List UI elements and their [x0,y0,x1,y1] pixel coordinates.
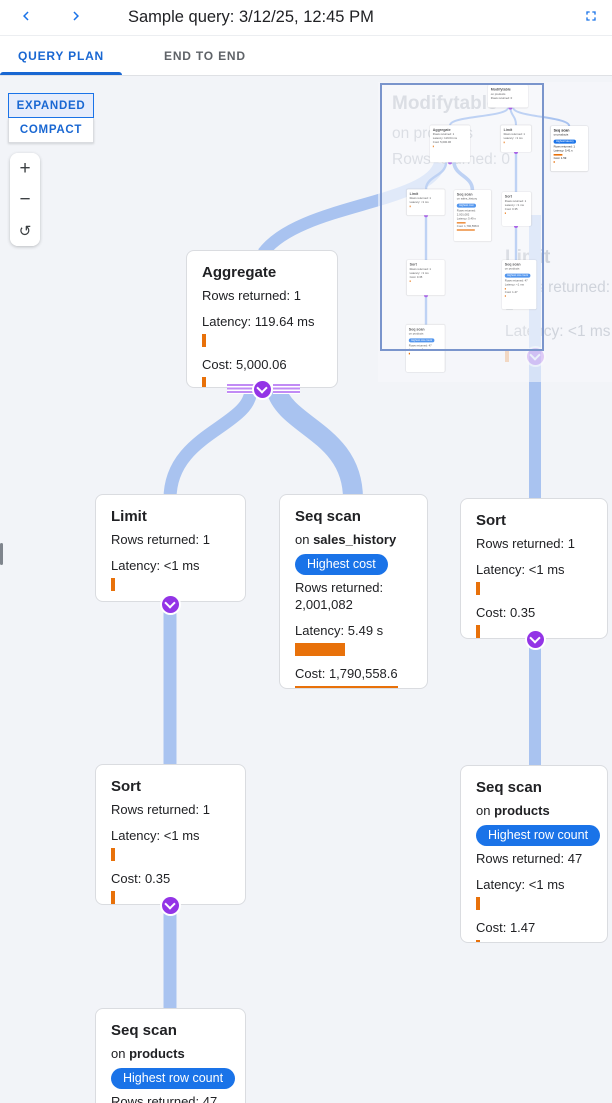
table-name: products [494,803,550,818]
minimap-node-seqscan-products-top: Seq scan on products Highest latency Row… [550,126,588,172]
highest-row-count-badge: Highest row count [408,338,435,343]
cost-bar [504,212,506,214]
edge-bundle-stripes [226,384,254,394]
latency-bar [476,897,480,910]
table-name: sales_history [313,532,397,547]
cost-bar [456,229,475,231]
tab-query-plan[interactable]: QUERY PLAN [0,36,123,75]
plan-node-seqscan-products-bottom[interactable]: Seq scan on products Highest row count R… [95,1008,246,1103]
highest-row-count-badge: Highest row count [504,273,531,278]
cost-bar [553,161,555,163]
chevron-right-icon [67,7,85,28]
back-button[interactable] [14,6,38,30]
compact-toggle-button[interactable]: COMPACT [8,118,94,143]
page-title: Sample query: 3/12/25, 12:45 PM [128,8,374,26]
cost-bar [504,295,506,297]
collapse-chevron-icon[interactable] [253,380,271,398]
latency-bar [295,643,345,656]
cost-bar [409,280,411,282]
edge-bundle-stripes [272,384,300,394]
minimap-node-sort-left: Sort Rows returned: 1 Latency: <1 ms Cos… [406,260,445,296]
latency-bar [111,578,115,591]
minimap-node-sort-mid: Sort Rows returned: 1 Latency: <1 ms Cos… [502,192,532,226]
plan-node-sort-right[interactable]: Sort Rows returned: 1 Latency: <1 ms Cos… [460,498,608,639]
plan-node-aggregate[interactable]: Aggregate Rows returned: 1 Latency: 119.… [186,250,338,388]
plan-node-seqscan-products-right[interactable]: Seq scan on products Highest row count R… [460,765,608,943]
highest-latency-badge: Highest latency [553,139,577,144]
minimap-node-seqscan-sales: Seq scan on sales_history Highest cost R… [454,190,492,242]
latency-bar [553,154,563,156]
latency-bar [408,352,410,355]
cost-bar [295,686,398,688]
minimap-node-aggregate: Aggregate Rows returned: 1 Latency: 119.… [430,125,470,163]
plan-node-seqscan-sales-history[interactable]: Seq scan on sales_history Highest cost R… [279,494,428,689]
latency-bar [111,848,115,861]
minimap-viewport[interactable] [380,83,544,351]
latency-bar [202,334,206,347]
collapse-chevron-icon[interactable] [161,896,179,914]
left-scrollbar-thumb[interactable] [0,543,3,565]
minimap-node-modifytable: Modifytable on products Rows returned: 0 [488,84,528,108]
reset-zoom-button[interactable]: ↺ [10,215,40,246]
fullscreen-icon [583,10,599,27]
collapse-chevron-icon[interactable] [526,630,544,648]
latency-bar [476,582,480,595]
chevron-left-icon [17,7,35,28]
highest-row-count-badge: Highest row count [111,1068,236,1089]
cost-bar [476,940,480,942]
minimap[interactable]: Modifytable on products Rows returned: 0… [378,82,612,382]
table-name: products [129,1046,185,1061]
tab-bar: QUERY PLAN END TO END [0,36,612,76]
highest-cost-badge: Highest cost [456,203,476,208]
query-plan-canvas[interactable]: Modifytable on products Rows returned: 0… [0,75,612,1103]
collapse-chevron-icon[interactable] [161,595,179,613]
minimap-node-limit-top: Limit Rows returned: 1 Latency: <1 ms [500,125,532,152]
highest-cost-badge: Highest cost [295,554,388,575]
latency-bar [409,205,411,208]
highest-row-count-badge: Highest row count [476,825,601,846]
minimap-node-seqscan-products-bottom: Seq scan on products Highest row count R… [406,324,445,372]
zoom-controls: + − ↺ [10,153,40,246]
minimap-node-limit-mid: Limit Rows returned: 1 Latency: <1 ms [406,189,445,216]
plan-node-limit[interactable]: Limit Rows returned: 1 Latency: <1 ms [95,494,246,602]
plan-node-sort-left[interactable]: Sort Rows returned: 1 Latency: <1 ms Cos… [95,764,246,905]
zoom-out-button[interactable]: − [10,184,40,215]
cost-bar [476,625,480,638]
forward-button[interactable] [64,6,88,30]
cost-bar [202,377,206,387]
expanded-toggle-button[interactable]: EXPANDED [8,93,94,118]
minimap-content: Modifytable on products Rows returned: 0… [378,82,612,382]
minimap-node-seqscan-products-mid: Seq scan on products Highest row count R… [502,260,537,310]
latency-bar [504,288,506,290]
fullscreen-button[interactable] [580,6,602,28]
tab-end-to-end[interactable]: END TO END [146,36,264,75]
cost-bar [111,891,115,904]
latency-bar [456,222,466,224]
header-bar: Sample query: 3/12/25, 12:45 PM [0,0,612,36]
latency-bar [503,141,505,144]
minimap-edges [424,105,571,325]
zoom-in-button[interactable]: + [10,153,40,184]
cost-bar [432,145,434,148]
